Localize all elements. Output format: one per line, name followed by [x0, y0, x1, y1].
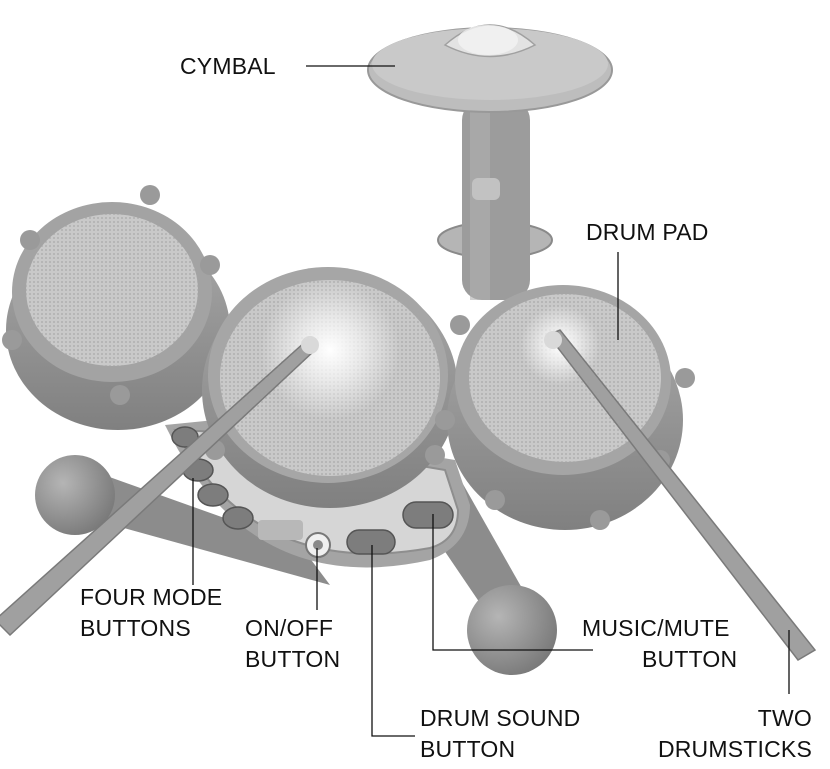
cymbal-stand	[437, 100, 553, 300]
mode-button-2	[197, 483, 229, 507]
leader-drum-sound	[371, 545, 415, 737]
leader-lines	[192, 65, 790, 737]
right-drum	[435, 285, 695, 530]
label-four-mode-buttons: FOUR MODE BUTTONS	[80, 582, 222, 644]
label-four-mode-line1: FOUR MODE	[80, 584, 223, 610]
label-on-off-line1: ON/OFF	[245, 615, 334, 641]
label-cymbal-text: CYMBAL	[180, 53, 276, 79]
base-foot-bottom	[467, 585, 557, 675]
cymbal	[367, 24, 613, 113]
label-on-off-line2: BUTTON	[245, 646, 341, 672]
label-music-mute-line2: BUTTON	[642, 646, 738, 672]
drumsticks	[0, 329, 817, 661]
label-two-drumsticks-line2: DRUMSTICKS	[657, 736, 812, 762]
label-two-drumsticks: TWO DRUMSTICKS	[658, 703, 812, 765]
label-music-mute-button: MUSIC/MUTE BUTTON	[582, 613, 737, 675]
label-two-drumsticks-line1: TWO	[757, 705, 812, 731]
center-drum	[202, 267, 458, 508]
drum-sound-button	[346, 529, 396, 555]
label-cymbal: CYMBAL	[180, 51, 276, 82]
label-drum-pad: DRUM PAD	[586, 217, 709, 248]
left-drum	[2, 185, 230, 430]
label-music-mute-line1: MUSIC/MUTE	[582, 615, 730, 641]
base-foot-left	[35, 455, 115, 535]
label-drum-sound-line2: BUTTON	[420, 736, 516, 762]
label-on-off-button: ON/OFF BUTTON	[245, 613, 340, 675]
label-four-mode-line2: BUTTONS	[80, 615, 191, 641]
label-drum-pad-text: DRUM PAD	[586, 219, 709, 245]
label-drum-sound-button: DRUM SOUND BUTTON	[420, 703, 580, 765]
mode-button-3	[222, 506, 254, 530]
label-drum-sound-line1: DRUM SOUND	[420, 705, 581, 731]
music-mute-button	[402, 501, 454, 529]
leader-music-mute	[432, 514, 593, 651]
